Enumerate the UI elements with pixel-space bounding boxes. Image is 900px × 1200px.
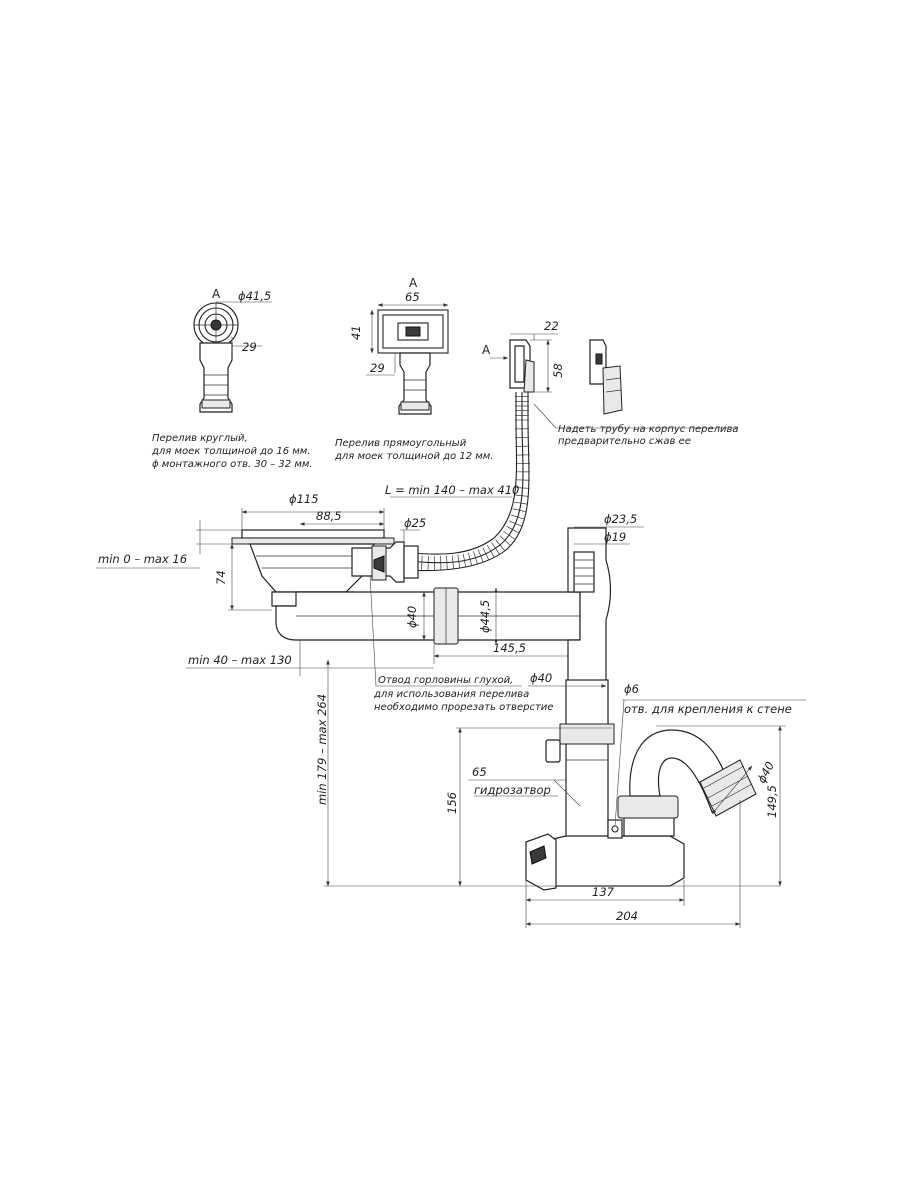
wall-hole-label: отв. для крепления к стене bbox=[624, 702, 792, 716]
trap-outlet-diameter-40: ϕ40 bbox=[754, 759, 777, 785]
overflow-head-note-1: Надеть трубу на корпус перелива bbox=[558, 423, 739, 435]
overflow-head-side: A 22 58 Надеть трубу на корпус перелива … bbox=[482, 319, 739, 447]
bottle-trap: ϕ6 отв. для крепления к стене min 179 – … bbox=[315, 659, 806, 928]
hose-rib bbox=[451, 555, 454, 570]
hose-rib bbox=[462, 553, 467, 568]
view-a-label-round: A bbox=[212, 287, 221, 301]
hose-rib bbox=[506, 525, 519, 534]
hose-rib bbox=[515, 487, 530, 489]
rect-overflow-note-2: для моек толщиной до 12 мм. bbox=[334, 451, 494, 462]
hose-rib bbox=[468, 552, 473, 567]
strainer-diameter-115: ϕ115 bbox=[289, 492, 319, 506]
hose-rib bbox=[499, 535, 511, 546]
pipe-diameter-44-5: ϕ44,5 bbox=[478, 600, 492, 633]
round-overflow-note-3: ϕ монтажного отв. 30 – 32 мм. bbox=[152, 459, 313, 470]
rect-overflow-dim-29: 29 bbox=[370, 361, 385, 375]
pipe-offset-range: min 40 – max 130 bbox=[188, 653, 292, 667]
hose-rib bbox=[473, 551, 478, 565]
plug-note: Отвод горловины глухой, для использовани… bbox=[369, 574, 553, 713]
rect-overflow-view: A 65 41 29 Перелив прямоугольный для мое… bbox=[334, 276, 494, 462]
round-overflow-note-1: Перелив круглый, bbox=[152, 433, 248, 444]
hose-rib bbox=[512, 508, 527, 513]
hose-ribs bbox=[407, 396, 530, 571]
hose-rib bbox=[513, 501, 528, 505]
rect-overflow-note-1: Перелив прямоугольный bbox=[335, 438, 467, 449]
round-overflow-diameter: ϕ41,5 bbox=[238, 289, 271, 303]
hose-rib bbox=[457, 554, 461, 569]
overflow-head-dim-58: 58 bbox=[551, 363, 565, 378]
wall-hole-diameter-6: ϕ6 bbox=[624, 682, 639, 696]
outlet-diameter-25: ϕ25 bbox=[404, 516, 426, 530]
trap-width-137: 137 bbox=[592, 885, 615, 899]
overflow-head-dim-22: 22 bbox=[544, 319, 559, 333]
view-a-arrow-label: A bbox=[482, 343, 491, 357]
strainer-height-74: 74 bbox=[214, 570, 228, 585]
hose-rib bbox=[482, 547, 490, 561]
view-a-label-rect: A bbox=[409, 276, 418, 290]
horizontal-pipes: ϕ25 ϕ40 ϕ44,5 145,5 min 40 – max 130 bbox=[186, 516, 589, 676]
hose-rib bbox=[514, 494, 529, 497]
hose-rib bbox=[503, 530, 515, 540]
branch-diameter-23-5: ϕ23,5 bbox=[604, 512, 637, 526]
overflow-head-note-2: предварительно сжав ее bbox=[558, 436, 691, 447]
strainer-dim-88-5: 88,5 bbox=[316, 509, 342, 523]
hose-rib bbox=[477, 549, 484, 563]
plug-note-2: для использования перелива bbox=[373, 689, 529, 700]
hose-rib bbox=[421, 555, 423, 570]
hose-rib bbox=[510, 514, 525, 520]
plug-note-3: необходимо прорезать отверстие bbox=[374, 701, 553, 713]
rect-overflow-height: 41 bbox=[349, 325, 363, 340]
trap-width-204: 204 bbox=[616, 909, 638, 923]
hose-rib bbox=[446, 555, 448, 570]
trap-water-seal: гидрозатвор bbox=[474, 783, 551, 797]
sink-thickness-range: min 0 – max 16 bbox=[98, 552, 187, 566]
pipe-diameter-40: ϕ40 bbox=[405, 606, 419, 628]
round-overflow-view: A ϕ41,5 29 Перелив круглый, для моек тол… bbox=[151, 287, 313, 470]
hose-rib bbox=[491, 542, 500, 555]
trap-height-156: 156 bbox=[445, 792, 459, 814]
round-overflow-dim-29: 29 bbox=[242, 340, 257, 354]
branch-diameter-19: ϕ19 bbox=[604, 530, 626, 544]
hose-length: L = min 140 – max 410 bbox=[385, 483, 519, 497]
vertical-branch: ϕ23,5 ϕ19 ϕ40 bbox=[528, 512, 644, 841]
pipe-dim-145-5: 145,5 bbox=[493, 641, 526, 655]
vertical-pipe-diameter-40: ϕ40 bbox=[530, 671, 552, 685]
trap-dim-65: 65 bbox=[472, 765, 487, 779]
hose-rib bbox=[495, 539, 505, 551]
corrugated-overflow-hose: L = min 140 – max 410 bbox=[385, 392, 530, 572]
hose-rib bbox=[508, 520, 523, 527]
rect-overflow-width: 65 bbox=[405, 290, 420, 304]
trap-total-height: min 179 – max 264 bbox=[315, 694, 329, 805]
round-overflow-note-2: для моек толщиной до 16 мм. bbox=[151, 446, 311, 457]
trap-height-149-5: 149,5 bbox=[765, 785, 779, 818]
hose-rib bbox=[487, 544, 495, 558]
plug-note-1: Отвод горловины глухой, bbox=[378, 675, 513, 686]
